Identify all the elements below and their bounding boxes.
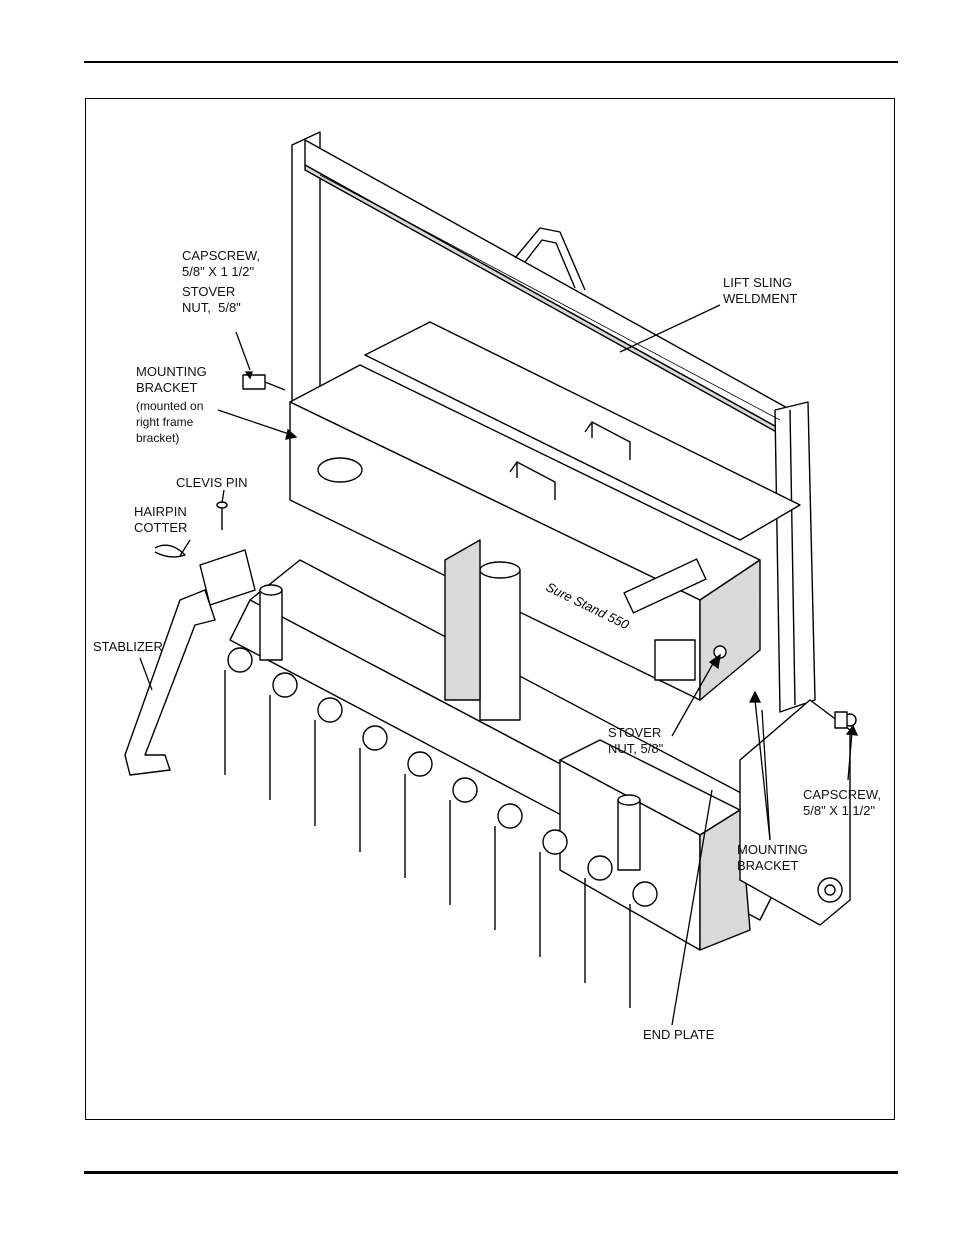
callout-stover-nut-left: STOVER NUT, 5/8" [182,284,241,316]
callout-clevis-pin: CLEVIS PIN [176,475,248,491]
callout-end-plate: END PLATE [643,1027,714,1043]
footer-rule [84,1171,898,1174]
callout-mounting-bracket-right: MOUNTING BRACKET [737,842,808,874]
callout-stover-nut-right: STOVER NUT, 5/8" [608,725,663,757]
callout-lift-sling-weldment: LIFT SLING WELDMENT [723,275,797,307]
callout-hairpin-cotter: HAIRPIN COTTER [134,504,187,536]
callout-mounting-bracket-left: MOUNTING BRACKET [136,364,207,396]
callout-capscrew-left: CAPSCREW, 5/8" X 1 1/2" [182,248,260,280]
callout-stablizer: STABLIZER [93,639,163,655]
callout-capscrew-right: CAPSCREW, 5/8" X 1 1/2" [803,787,881,819]
callout-mounting-bracket-left-note: (mounted on right frame bracket) [136,398,203,446]
